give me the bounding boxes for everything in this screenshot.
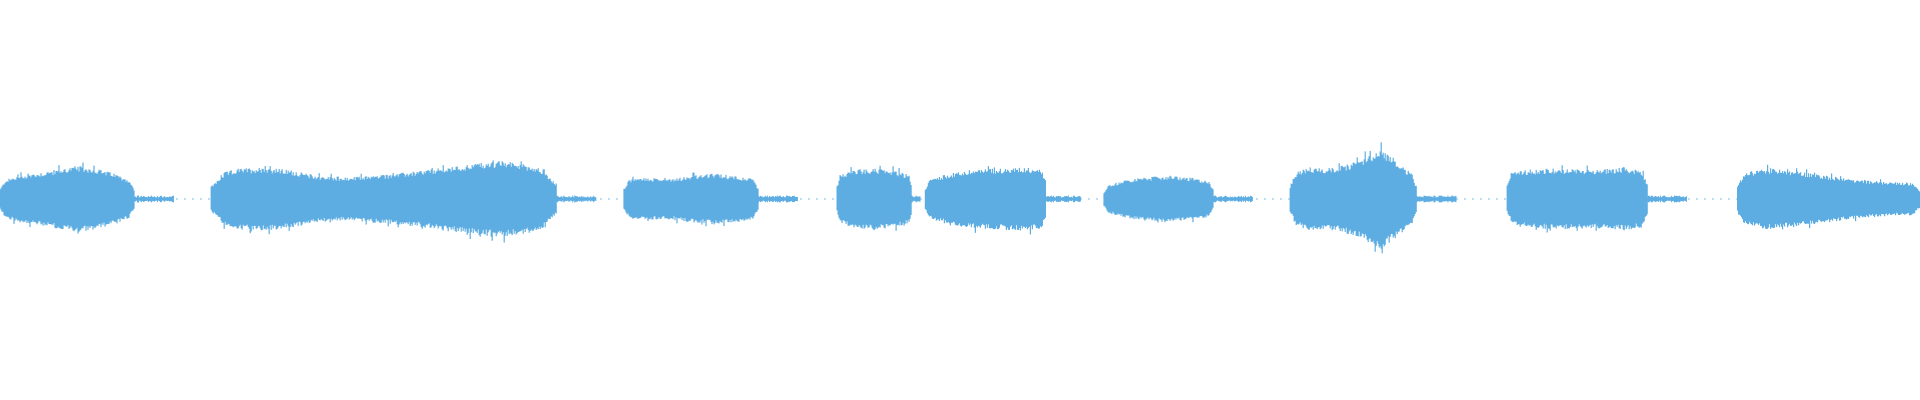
waveform-segment bbox=[0, 162, 135, 234]
waveform-silence bbox=[133, 195, 174, 203]
waveform-segment bbox=[1506, 165, 1648, 233]
waveform-segment bbox=[924, 166, 1046, 235]
waveform-silence bbox=[911, 195, 921, 203]
waveform-segment bbox=[1737, 164, 1920, 230]
waveform-peaks bbox=[0, 142, 1920, 254]
waveform-silence bbox=[1646, 195, 1687, 203]
waveform-segment bbox=[1289, 142, 1417, 254]
waveform-silence bbox=[556, 195, 597, 203]
waveform-silence bbox=[757, 195, 798, 203]
waveform-silence bbox=[1045, 195, 1081, 203]
waveform-segment bbox=[210, 160, 557, 243]
waveform-silence bbox=[1416, 195, 1457, 203]
waveform-segment bbox=[1103, 175, 1214, 223]
waveform-segment bbox=[836, 165, 912, 231]
waveform-silence bbox=[1212, 195, 1253, 203]
waveform-segment bbox=[623, 172, 759, 227]
